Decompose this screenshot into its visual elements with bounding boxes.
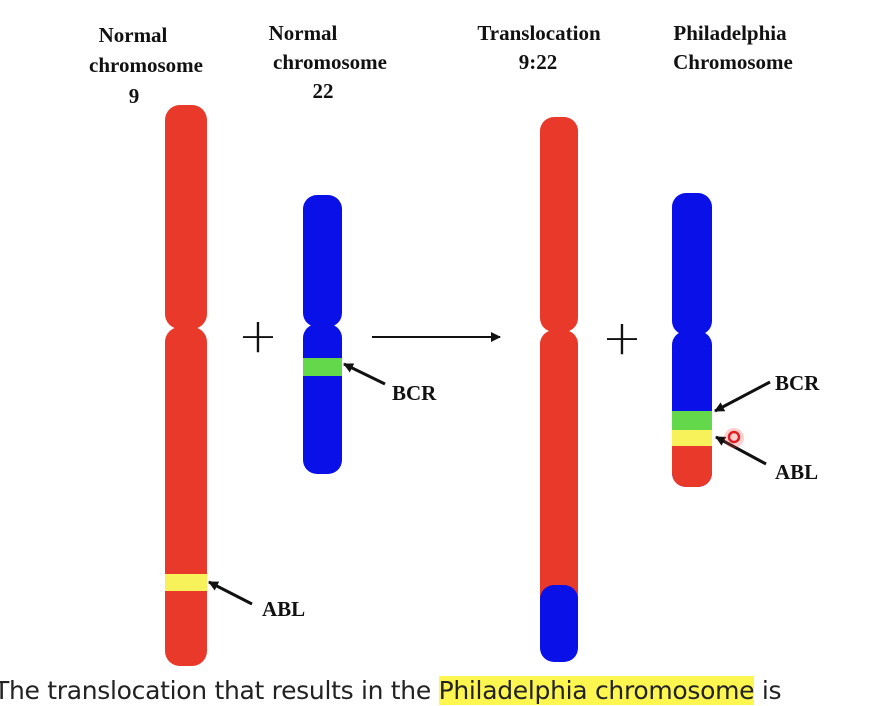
caption-text: The translocation that results in the Ph… — [0, 676, 782, 705]
bcr-label-2: BCR — [775, 371, 820, 395]
heading-translocation: Translocation 9:22 — [477, 21, 601, 74]
caption-highlight: Philadelphia chromosome — [438, 676, 755, 705]
bcr-label: BCR — [392, 381, 437, 405]
bcr-band — [303, 358, 342, 376]
plus-sign-2: + — [602, 310, 642, 366]
cursor-pointer-icon — [724, 428, 744, 448]
abl-band — [672, 430, 712, 446]
svg-text:22: 22 — [313, 79, 334, 103]
heading-chr9: Normal chromosome 9 — [89, 23, 203, 108]
heading-chr22: Normal chromosome 22 — [269, 21, 387, 103]
bcr-pointer-arrow-2 — [714, 380, 771, 413]
svg-text:Normal: Normal — [269, 21, 338, 45]
svg-text:chromosome: chromosome — [273, 50, 387, 74]
svg-text:Philadelphia: Philadelphia — [673, 21, 787, 45]
abl-label-2: ABL — [775, 460, 818, 484]
heading-philadelphia: Philadelphia Chromosome — [673, 21, 793, 74]
svg-text:9:22: 9:22 — [519, 50, 558, 74]
svg-text:Translocation: Translocation — [477, 21, 601, 45]
abl-pointer-arrow — [208, 580, 253, 606]
chromosome-22 — [303, 195, 342, 474]
derivative-chromosome-9 — [540, 117, 578, 662]
abl-label: ABL — [262, 597, 305, 621]
plus-sign: + — [238, 308, 278, 364]
svg-text:Chromosome: Chromosome — [673, 50, 793, 74]
svg-text:9: 9 — [129, 84, 140, 108]
chromosome-9 — [165, 105, 207, 666]
svg-text:Normal: Normal — [99, 23, 168, 47]
svg-text:chromosome: chromosome — [89, 53, 203, 77]
bcr-pointer-arrow — [343, 362, 386, 386]
abl-band — [165, 574, 207, 591]
bcr-band — [672, 411, 712, 431]
abl-pointer-arrow-2 — [715, 435, 767, 466]
philadelphia-chromosome — [672, 193, 712, 487]
